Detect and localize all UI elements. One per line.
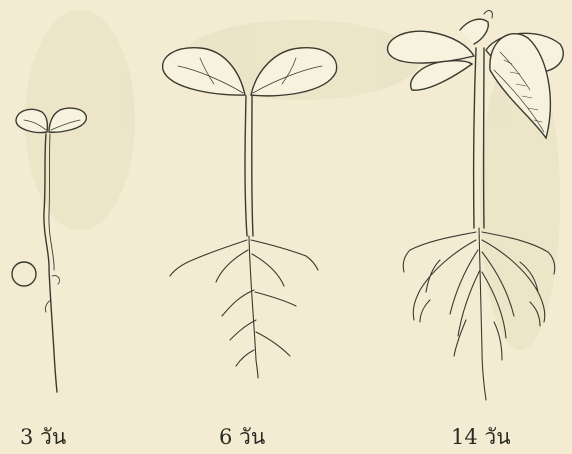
seedling-day-6-stem [245, 96, 253, 236]
seedling-day-6-roots [170, 236, 318, 378]
stage-label-14-days: 14 วัน [451, 424, 511, 450]
seedling-day-3-left-leaf [16, 109, 47, 132]
seed-coat-marker [12, 262, 36, 286]
seedling-day-14-left-leaf [387, 31, 474, 63]
stage-label-3-days: 3 วัน [20, 424, 66, 450]
stage-label-6-days: 6 วัน [219, 424, 265, 450]
seedling-day-14-inner-leaf [411, 61, 472, 90]
